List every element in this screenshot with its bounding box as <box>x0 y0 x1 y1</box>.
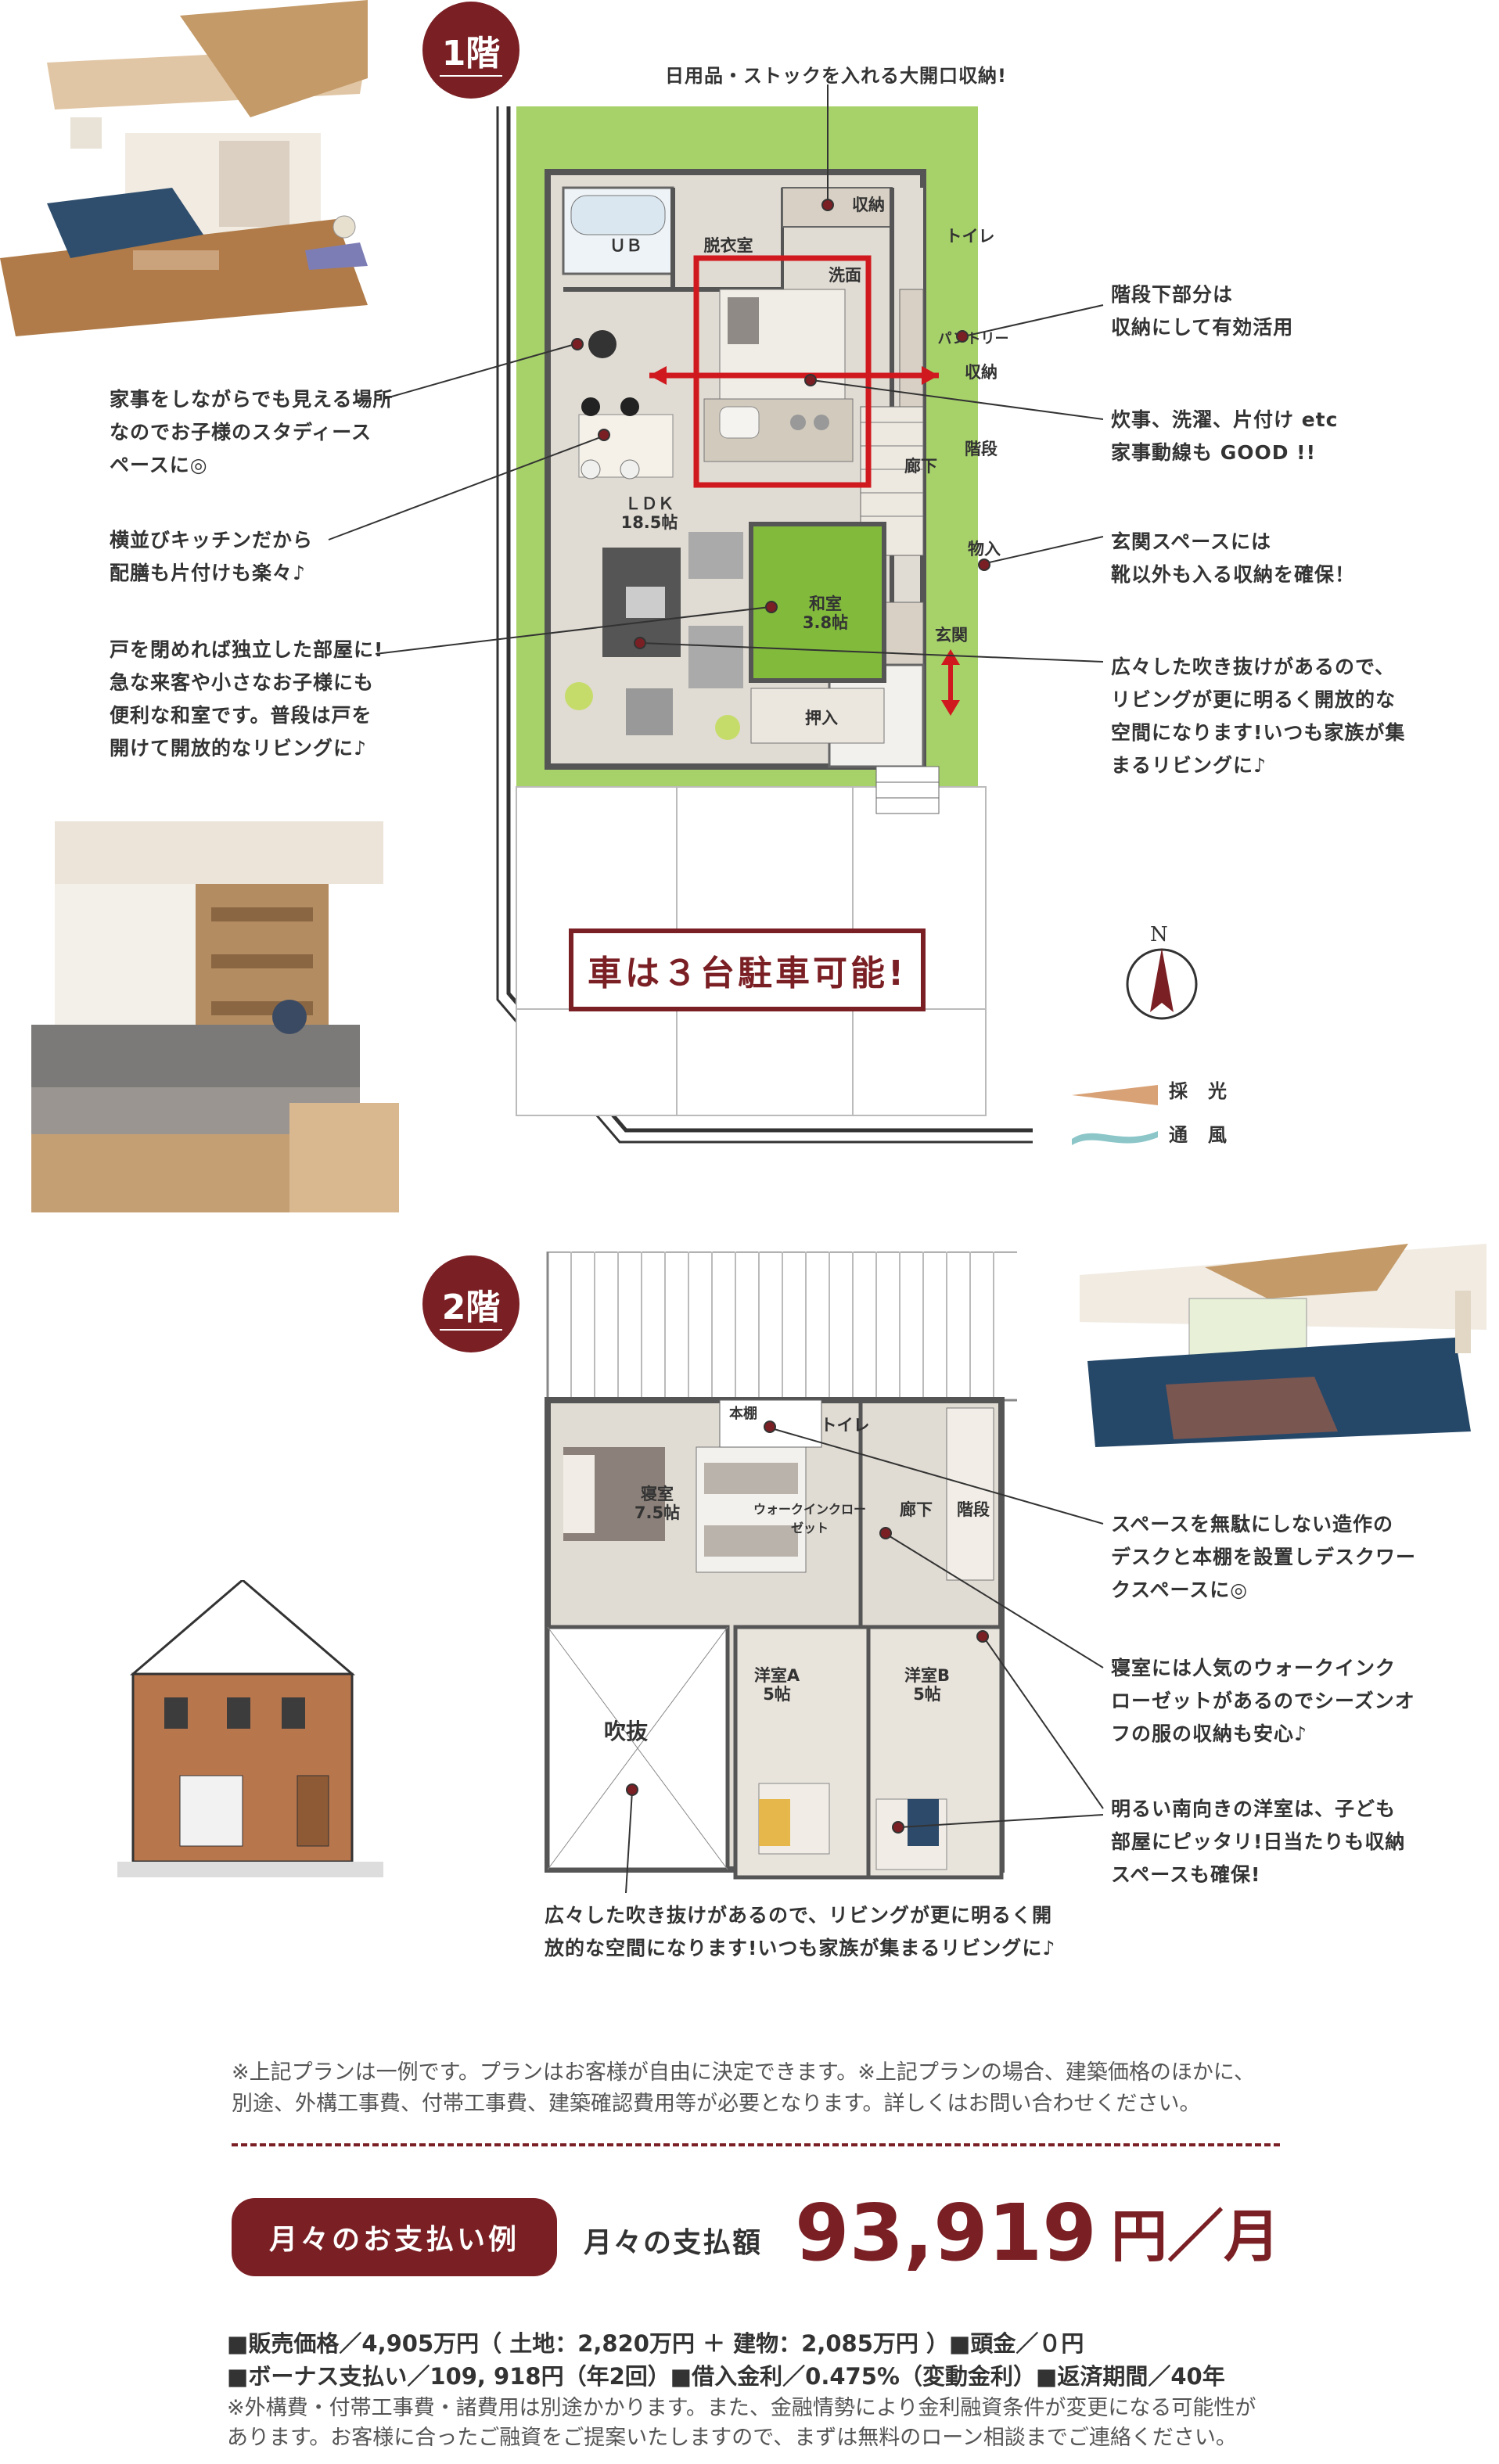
compass-label: N <box>1150 923 1168 946</box>
room-pantry: パントリー <box>937 331 1009 347</box>
callout-south-room: 明るい南向きの洋室は、子ども 部屋にピッタリ!日当たりも収納 スペースも確保! <box>1111 1798 1406 1886</box>
room-washitsu: 和室 <box>809 594 842 613</box>
floor2-badge: 2階 <box>422 1255 519 1352</box>
floor1-plan <box>496 106 1033 1144</box>
room-yoshitsu-a: 洋室A <box>753 1666 800 1685</box>
room-datsui: 脱衣室 <box>703 236 753 255</box>
callout-study-space: 家事をしながらでも見える場所 なのでお子様のスタディース ペースに◎ <box>110 388 394 476</box>
callout-washitsu: 戸を閉めれば独立した部屋に! 急な来客や小さなお子様にも 便利な和室です。普段は… <box>110 638 384 760</box>
room-rouka-1f: 廊下 <box>904 457 937 476</box>
living-room-illustration <box>0 0 376 336</box>
floor2-plan <box>545 1252 1017 1880</box>
room-ldk: ＬＤＫ <box>624 494 674 513</box>
callout-housework: 炊事、洗濯、片付け etc 家事動線も GOOD !! <box>1111 408 1339 464</box>
amount-value: 93,919 <box>795 2187 1097 2279</box>
room-toilet-1f: トイレ <box>945 227 995 246</box>
room-shuno-side: 収納 <box>965 363 998 382</box>
room-monoire: 物入 <box>968 540 1001 559</box>
kitchen-illustration <box>31 821 399 1212</box>
room-oshiire: 押入 <box>805 709 838 727</box>
room-ldk-size: 18.5帖 <box>620 513 678 532</box>
floor1-badge: 1階 <box>422 2 519 99</box>
room-yoshitsu-b-size: 5帖 <box>913 1685 941 1704</box>
callout-desk: スペースを無駄にしない造作の デスクと本棚を設置しデスクワー クスペースに◎ <box>1111 1513 1417 1601</box>
room-fukinuke: 吹抜 <box>603 1719 648 1744</box>
price-line-1: ■販売価格／4,905万円（ 土地：2,820万円 ＋ 建物：2,085万円 ）… <box>227 2330 1084 2357</box>
room-kaidan-1f: 階段 <box>965 440 998 458</box>
dashed-divider <box>232 2143 1280 2146</box>
payment-label: 月々のお支払い例 <box>268 2224 519 2256</box>
room-yoshitsu-a-size: 5帖 <box>763 1685 791 1704</box>
leader-lines-2f <box>625 1421 1104 1894</box>
parking-label: 車は３台駐車可能! <box>587 954 908 993</box>
house-exterior-illustration <box>117 1580 383 1877</box>
room-washitsu-size: 3.8帖 <box>802 613 849 632</box>
payment-label-box: 月々のお支払い例 <box>232 2198 557 2276</box>
callout-storage-top: 日用品・ストックを入れる大開口収納! <box>665 65 1007 87</box>
room-walkin: ウォークインクローゼット <box>753 1502 866 1536</box>
floor1-badge-label: 1階 <box>441 34 501 74</box>
leader-lines-1f <box>328 84 1104 663</box>
plan-notice: ※上記プランは一例です。プランはお客様が自由に決定できます。※上記プランの場合、… <box>232 2060 1256 2116</box>
room-toilet-2f: トイレ <box>820 1416 870 1435</box>
room-shinshitsu-size: 7.5帖 <box>634 1503 681 1522</box>
room-sentaku: 洗面 <box>829 266 861 285</box>
loan-footnote: ※外構費・付帯工事費・諸費用は別途かかります。また、金融情勢により金利融資条件が… <box>227 2396 1256 2450</box>
room-hondana: 本棚 <box>729 1406 757 1422</box>
legend-ventilation: 通 風 <box>1169 1124 1228 1146</box>
room-genkan: 玄関 <box>935 626 968 645</box>
callout-fukinuke-1f: 広々した吹き抜けがあるので、 リビングが更に明るく開放的な 空間になります!いつ… <box>1111 656 1406 777</box>
amount-label: 月々の支払額 <box>584 2227 763 2259</box>
room-rouka-2f: 廊下 <box>900 1500 933 1519</box>
compass-icon <box>1126 948 1198 1020</box>
callout-entrance-storage: 玄関スペースには 靴以外も入る収納を確保！ <box>1111 530 1356 586</box>
bedroom-illustration <box>1080 1244 1486 1447</box>
amount-unit: 円／月 <box>1111 2204 1281 2269</box>
room-shuno-top: 収納 <box>852 196 885 214</box>
callout-kitchen: 横並びキッチンだから 配膳も片付けも楽々♪ <box>110 529 314 584</box>
legend-sunlight: 採 光 <box>1169 1080 1228 1102</box>
price-line-2: ■ボーナス支払い／109, 918円（年2回）■借入金利／0.475%（変動金利… <box>227 2363 1225 2390</box>
room-ub: ＵＢ <box>609 236 642 255</box>
room-yoshitsu-b: 洋室B <box>904 1666 950 1685</box>
callout-under-stairs: 階段下部分は 収納にして有効活用 <box>1111 283 1294 339</box>
callout-fukinuke-2f: 広々した吹き抜けがあるので、リビングが更に明るく開 放的な空間になります!いつも… <box>545 1904 1056 1959</box>
callout-walkin: 寝室には人気のウォークインク ローゼットがあるのでシーズンオ フの服の収納も安心… <box>1111 1657 1415 1745</box>
room-shinshitsu: 寝室 <box>641 1485 674 1503</box>
sunlight-legend-icon <box>1072 1085 1158 1105</box>
room-kaidan-2f: 階段 <box>957 1500 990 1519</box>
ventilation-legend-icon <box>1072 1131 1158 1145</box>
floor2-badge-label: 2階 <box>441 1288 501 1327</box>
